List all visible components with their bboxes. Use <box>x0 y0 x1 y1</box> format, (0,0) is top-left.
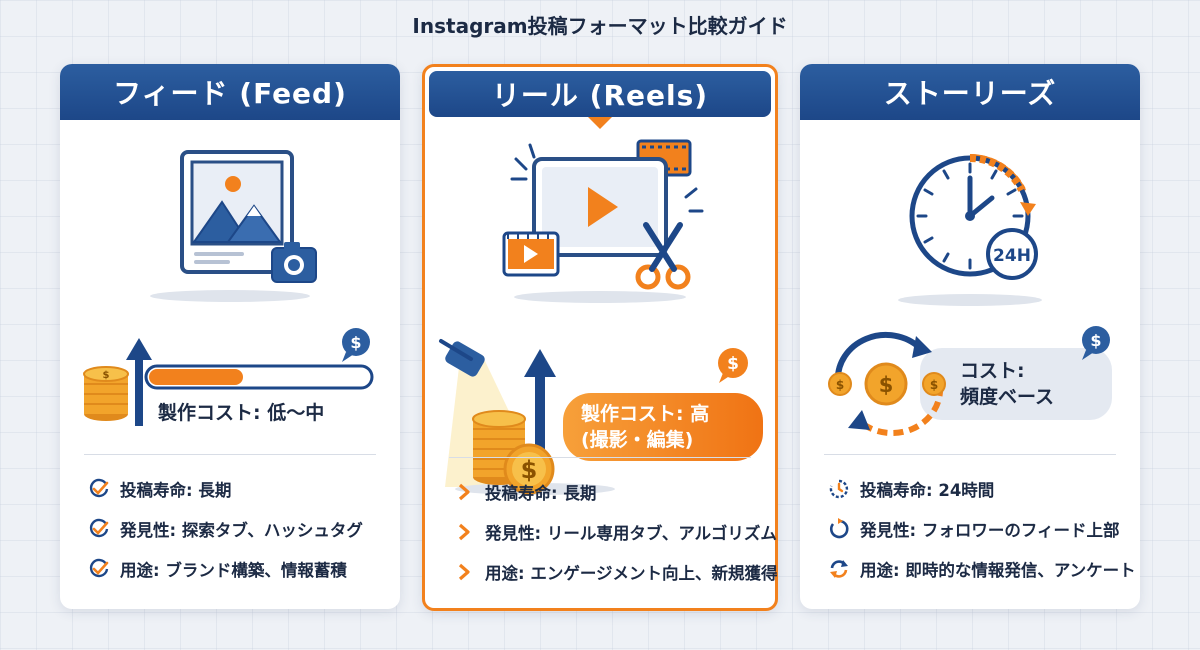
svg-text:$: $ <box>836 378 844 392</box>
chevron-right-icon <box>458 523 470 541</box>
feed-cost-label: 製作コスト: 低〜中 <box>158 402 325 424</box>
coin-icon: $ <box>828 372 852 396</box>
badge-24h <box>986 228 1038 280</box>
svg-text:$: $ <box>930 378 938 392</box>
clock-small-icon <box>829 479 849 499</box>
reels-header: リール (Reels) <box>429 71 771 129</box>
check-circle-icon <box>89 558 109 578</box>
dollar-bubble-icon: $ <box>718 348 748 383</box>
reels-card: リール (Reels) <box>422 64 778 611</box>
stories-divider <box>824 454 1116 455</box>
reels-cost-pill: 製作コスト: 高 (撮影・編集) <box>563 393 763 461</box>
stories-card: ストーリーズ 24H コスト: 頻度ベース <box>800 64 1140 609</box>
stories-cost-line1: コスト: <box>960 360 1025 382</box>
feature-item: 発見性: 探索タブ、ハッシュタグ <box>88 509 390 549</box>
cost-bar-fill <box>149 369 243 385</box>
sync-icon <box>830 560 848 578</box>
feature-item: 発見性: フォロワーのフィード上部 <box>828 509 1130 549</box>
feature-item: 用途: ブランド構築、情報蓄積 <box>88 549 390 589</box>
dollar-coin-icon: $ <box>864 362 908 406</box>
coin-icon: $ <box>922 372 946 396</box>
play-icon <box>588 187 618 227</box>
dollar-bubble-icon: $ <box>1082 326 1110 360</box>
stories-feature-list: 投稿寿命: 24時間 発見性: フォロワーのフィード上部 用途: 即時的な情報発… <box>828 469 1136 589</box>
feed-cost-illustration: $ $ 製作コスト: 低〜中 <box>60 324 400 434</box>
feed-divider <box>84 454 376 455</box>
check-circle-icon <box>89 518 109 538</box>
stories-clock-illustration: 24H <box>800 144 1140 309</box>
stories-cost-box: コスト: 頻度ベース <box>920 348 1112 420</box>
svg-text:$: $ <box>521 456 538 484</box>
reels-cost-illustration: $ $ 製作コスト: 高 (撮影・編集) <box>425 337 775 507</box>
spotlight-icon <box>439 339 485 377</box>
stories-header: ストーリーズ <box>800 64 1140 120</box>
cycle-arrows-icon <box>834 331 944 437</box>
reels-header-label: リール (Reels) <box>491 79 709 112</box>
page-title: Instagram投稿フォーマット比較ガイド <box>412 14 788 38</box>
sun-icon <box>225 176 241 192</box>
feature-item: 用途: エンゲージメント向上、新規獲得 <box>453 552 778 592</box>
feature-item: 用途: 即時的な情報発信、アンケート <box>828 549 1136 589</box>
scissors-icon <box>635 222 691 290</box>
refresh-icon <box>829 518 849 539</box>
stories-cost-line2: 頻度ベース <box>960 386 1055 408</box>
arrow-up-icon <box>126 338 152 426</box>
svg-text:$: $ <box>1090 331 1101 350</box>
chevron-right-icon <box>458 563 470 581</box>
reels-feature-list: 投稿寿命: 長期 発見性: リール専用タブ、アルゴリズム 用途: エンゲージメン… <box>453 472 778 592</box>
svg-text:$: $ <box>103 370 110 381</box>
feature-item: 投稿寿命: 長期 <box>453 472 765 512</box>
dollar-bubble-icon: $ <box>342 328 370 362</box>
check-circle-icon <box>89 478 109 498</box>
svg-text:$: $ <box>350 333 361 352</box>
camera-icon <box>271 242 317 283</box>
feed-header: フィード (Feed) <box>60 64 400 120</box>
feed-photo-illustration <box>60 144 400 304</box>
feed-feature-list: 投稿寿命: 長期 発見性: 探索タブ、ハッシュタグ 用途: ブランド構築、情報蓄… <box>88 469 390 589</box>
stories-cost-illustration: コスト: 頻度ベース $ $ $ <box>800 324 1140 444</box>
svg-text:$: $ <box>727 354 739 374</box>
reels-cost-line1: 製作コスト: 高 <box>581 403 710 425</box>
feature-item: 投稿寿命: 長期 <box>88 469 390 509</box>
arrow-up-icon <box>524 349 556 481</box>
video-clip-icon <box>502 231 560 277</box>
feed-card: フィード (Feed) <box>60 64 400 609</box>
feature-item: 発見性: リール専用タブ、アルゴリズム <box>453 512 777 552</box>
reels-divider <box>449 457 751 458</box>
feature-item: 投稿寿命: 24時間 <box>828 469 1130 509</box>
header-pointer <box>588 117 612 129</box>
reels-cost-line2: (撮影・編集) <box>581 429 694 451</box>
svg-text:24H: 24H <box>993 246 1031 266</box>
reels-video-illustration <box>425 137 775 307</box>
chevron-right-icon <box>458 483 470 501</box>
coin-stack-icon: $ <box>83 366 129 421</box>
svg-text:$: $ <box>879 373 894 397</box>
